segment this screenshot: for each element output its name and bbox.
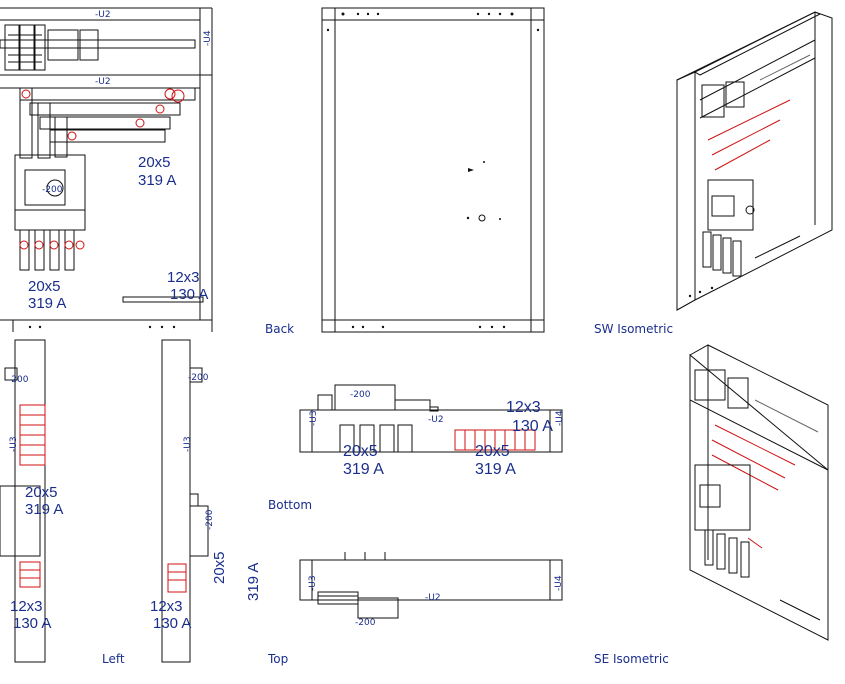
view-label-bottom: Bottom: [268, 498, 312, 512]
view-label-sw-isometric: SW Isometric: [594, 322, 673, 336]
busbar-size-bottom-small: 12x3: [506, 399, 541, 416]
busbar-current-right-main: 319 A: [245, 563, 262, 601]
tag-u4-top-view: -U4: [554, 575, 564, 591]
tag-u3-right-side: -U3: [183, 436, 193, 452]
left-side-view-b: -200 -U3 -200 20x5 319 A 12x3 130 A: [150, 339, 262, 663]
view-label-left: Left: [102, 652, 125, 666]
tag-u2-top-view: -U2: [425, 593, 441, 603]
sw-isometric-view: SW Isometric: [594, 11, 833, 336]
busbar-size-right-small: 12x3: [150, 598, 183, 615]
view-label-back: Back: [265, 322, 294, 336]
busbar-size-front-upper: 20x5: [138, 154, 171, 171]
front-view: -U2 -U2 -U4 -200 20x5 319 A 20x5 319 A 1…: [0, 7, 213, 332]
tag-u3-bottom: -U3: [309, 410, 319, 426]
tag-u3-left-side: -U3: [9, 436, 19, 452]
busbar-current-bottom-left: 319 A: [343, 461, 384, 478]
view-label-top: Top: [267, 652, 288, 666]
busbar-current-front-upper: 319 A: [138, 172, 176, 189]
busbar-size-front-lower: 20x5: [28, 278, 61, 295]
busbar-size-left-small: 12x3: [10, 598, 43, 615]
tag-u3-top-view: -U3: [308, 575, 318, 591]
busbar-size-right-main: 20x5: [211, 551, 228, 584]
busbar-size-bottom-left: 20x5: [343, 443, 378, 460]
busbar-current-bottom-right: 319 A: [475, 461, 516, 478]
busbar-size-left-main: 20x5: [25, 484, 58, 501]
tag-u4-bottom: -U4: [555, 410, 565, 426]
busbar-current-left-small: 130 A: [13, 615, 51, 632]
busbar-size-bottom-right: 20x5: [475, 443, 510, 460]
tag-q200-bottom: -200: [350, 390, 371, 400]
se-isometric-view: SE Isometric: [594, 344, 829, 666]
busbar-size-front-small: 12x3: [167, 269, 200, 286]
tag-q200-right-side: -200: [188, 373, 209, 383]
top-view: -U3 -U2 -U4 -200 Top: [267, 552, 564, 666]
tag-u2-mid: -U2: [95, 77, 111, 87]
busbar-current-front-small: 130 A: [170, 286, 208, 303]
view-label-se-isometric: SE Isometric: [594, 652, 669, 666]
busbar-current-front-lower: 319 A: [28, 295, 66, 312]
tag-u4: -U4: [203, 30, 213, 46]
bottom-view: -U3 -U2 -U4 -200 20x5 319 A 20x5 319 A 1…: [268, 384, 565, 512]
tag-u2-bottom: -U2: [428, 415, 444, 425]
tag-u2-top: -U2: [95, 10, 111, 20]
busbar-current-right-small: 130 A: [153, 615, 191, 632]
tag-q200-side: -200: [205, 509, 215, 530]
back-view: Back: [265, 7, 545, 336]
tag-q200-left-side: -200: [8, 375, 29, 385]
left-side-view-a: -200 -U3 20x5 319 A 12x3 130 A Left: [0, 339, 125, 666]
tag-q200: -200: [42, 185, 63, 195]
busbar-current-bottom-small: 130 A: [512, 418, 553, 435]
tag-q200-top-view: -200: [355, 618, 376, 628]
busbar-current-left-main: 319 A: [25, 501, 63, 518]
